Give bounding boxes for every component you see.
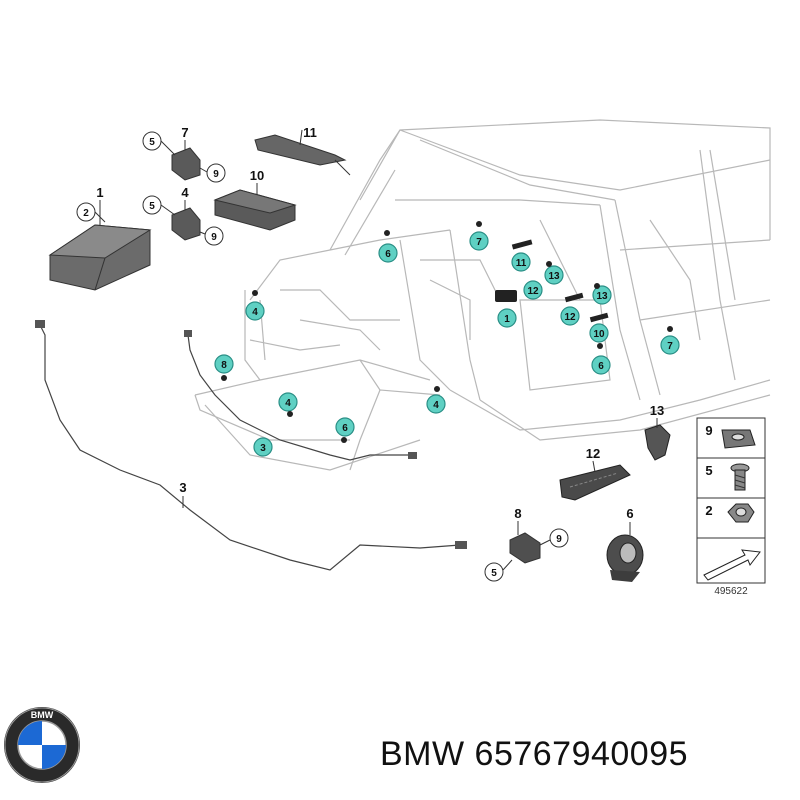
part-7-sensor <box>171 147 201 181</box>
callout-marker-label: 10 <box>593 329 605 340</box>
part-label: 6 <box>626 506 633 521</box>
callout-marker: 7 <box>469 231 489 251</box>
harness-connector <box>455 541 467 549</box>
callout-marker: 1 <box>497 308 517 328</box>
callout-marker: 13 <box>544 265 564 285</box>
callout-marker: 13 <box>592 285 612 305</box>
callout-plain: 2 <box>76 202 106 223</box>
svg-text:9: 9 <box>556 534 562 545</box>
callout-marker-label: 6 <box>385 249 391 260</box>
part-11-antenna <box>254 134 351 176</box>
callout-marker: 10 <box>589 323 609 343</box>
part-label: 4 <box>181 185 189 200</box>
component-markers <box>221 221 673 443</box>
callout-marker-label: 1 <box>504 314 510 325</box>
callout-marker: 6 <box>335 417 355 437</box>
part-label: 3 <box>179 480 186 495</box>
part-12-bracket <box>559 464 631 501</box>
callout-marker-label: 12 <box>564 312 576 323</box>
arrow-icon <box>703 549 761 581</box>
callout-marker: 4 <box>245 301 265 321</box>
callout-marker: 6 <box>378 243 398 263</box>
callout-plain: 5 <box>484 559 513 582</box>
svg-text:5: 5 <box>149 137 155 148</box>
callout-marker: 4 <box>426 394 446 414</box>
svg-text:2: 2 <box>83 208 89 219</box>
part-label: 8 <box>514 506 521 521</box>
callout-markers: 6 7 11 13 12 1 4 8 4 6 3 4 12 13 10 6 7 <box>214 231 680 457</box>
callout-marker-label: 11 <box>516 258 527 269</box>
screw-icon <box>730 463 750 491</box>
callout-marker: 8 <box>214 354 234 374</box>
callout-plain: 5 <box>142 131 176 156</box>
part-4-sensor <box>171 207 201 241</box>
brand-logo: BMW <box>4 707 80 783</box>
callout-marker-label: 8 <box>221 360 227 371</box>
part-label: 11 <box>303 125 317 140</box>
part-13-clip <box>644 424 671 461</box>
vehicle-body-frame <box>194 119 771 471</box>
part-6-grommet <box>606 534 644 582</box>
wiring-harness <box>39 324 461 571</box>
hex-nut-icon <box>727 503 755 523</box>
callout-marker-label: 4 <box>252 307 258 318</box>
brand-logo-lettering: BMW <box>31 710 54 720</box>
callout-marker: 11 <box>511 252 531 272</box>
callout-marker: 4 <box>278 392 298 412</box>
callout-plain: 9 <box>539 528 569 548</box>
callout-marker-label: 13 <box>596 291 608 302</box>
part-label: 1 <box>96 185 103 200</box>
legend-label: 5 <box>705 463 712 478</box>
svg-text:5: 5 <box>491 568 497 579</box>
legend-label: 2 <box>705 503 712 518</box>
callout-marker-label: 3 <box>260 443 266 454</box>
legend-label: 9 <box>705 423 712 438</box>
svg-text:9: 9 <box>213 169 219 180</box>
callout-marker: 12 <box>523 280 543 300</box>
callout-marker: 12 <box>560 306 580 326</box>
callout-marker-label: 4 <box>285 398 291 409</box>
svg-text:9: 9 <box>211 232 217 243</box>
svg-text:5: 5 <box>149 201 155 212</box>
part-1-control-unit <box>48 224 152 291</box>
callout-marker-label: 7 <box>476 237 482 248</box>
callout-marker-label: 12 <box>527 286 539 297</box>
callout-marker: 6 <box>591 355 611 375</box>
part-label: 7 <box>181 125 188 140</box>
part-10-module <box>213 189 297 231</box>
harness-connector <box>184 330 192 337</box>
diagram-id: 495622 <box>714 586 748 597</box>
callout-marker-label: 6 <box>598 361 604 372</box>
callout-marker-label: 7 <box>667 341 673 352</box>
part-number-caption: BMW 65767940095 <box>380 735 689 773</box>
part-label: 13 <box>650 403 664 418</box>
callout-plain: 9 <box>199 226 224 246</box>
legend-panel: 9 5 2 <box>696 417 766 584</box>
callout-marker-label: 13 <box>548 271 560 282</box>
callout-marker: 7 <box>660 335 680 355</box>
part-label: 12 <box>586 446 600 461</box>
callout-marker-label: 4 <box>433 400 439 411</box>
clip-nut-icon <box>721 429 756 449</box>
harness-connector <box>35 320 45 328</box>
callout-plain: 5 <box>142 195 176 216</box>
part-8-sensor <box>509 532 541 564</box>
part-label: 10 <box>250 168 264 183</box>
harness-connector <box>408 452 417 459</box>
callout-marker: 3 <box>253 437 273 457</box>
callout-marker-label: 6 <box>342 423 348 434</box>
callout-plain: 9 <box>199 163 226 183</box>
